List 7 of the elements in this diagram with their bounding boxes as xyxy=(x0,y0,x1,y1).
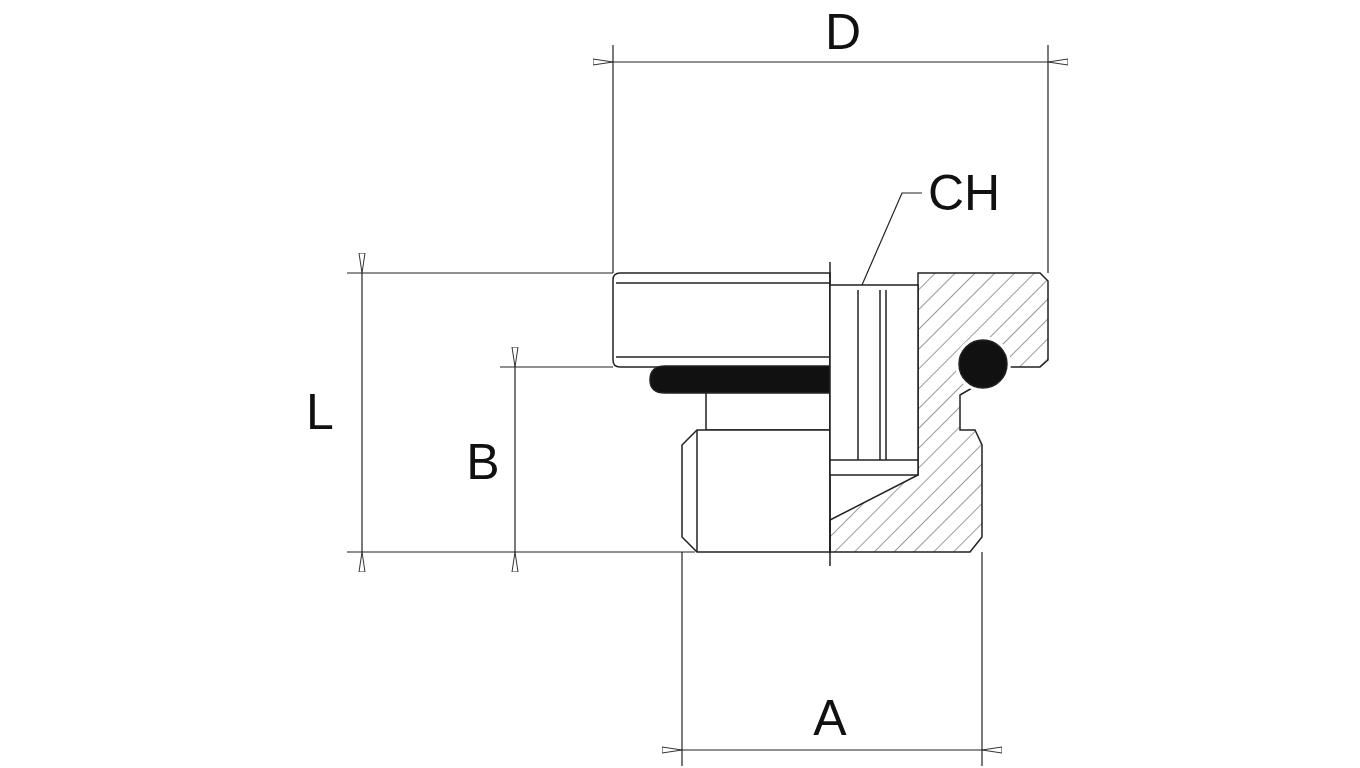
leader-line xyxy=(861,192,923,286)
dimension-label: L xyxy=(306,387,334,437)
dimension-label: D xyxy=(824,7,862,57)
dimension-label: B xyxy=(466,437,500,487)
callout-label: CH xyxy=(928,168,1001,218)
dimension-label: A xyxy=(813,693,847,743)
hex-socket xyxy=(829,284,919,476)
